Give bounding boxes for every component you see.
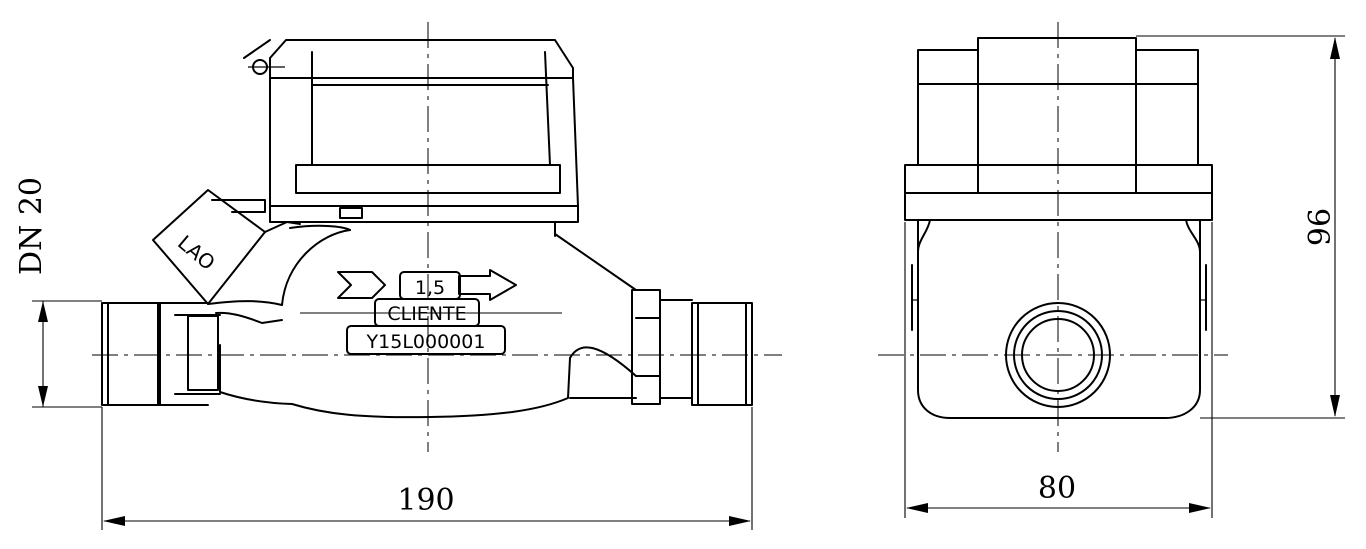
side-view: LAO (14, 22, 782, 530)
front-view: 96 80 (878, 22, 1345, 518)
height-dimension: 96 (1136, 35, 1345, 419)
length-dimension: 190 (101, 407, 753, 530)
lid-brand-label: LAO (173, 230, 220, 275)
nominal-diameter-label: DN 20 (14, 177, 49, 275)
serial-number-label: Y15L000001 (366, 331, 486, 353)
front-body (911, 219, 1207, 419)
width-dimension: 80 (904, 222, 1213, 518)
register-housing (243, 39, 579, 223)
inlet-arrow-icon (337, 271, 386, 299)
dn-dimension: DN 20 (14, 177, 102, 408)
protective-lid: LAO (152, 189, 301, 305)
body-markings: 1,5 CLIENTE Y15L000001 (337, 269, 517, 355)
client-label: CLIENTE (387, 303, 466, 325)
height-dimension-label: 96 (1303, 208, 1338, 246)
length-dimension-label: 190 (397, 483, 454, 518)
meter-body (101, 221, 753, 419)
flow-rate-label: 1,5 (415, 277, 445, 299)
flow-arrow-icon (458, 269, 517, 301)
width-dimension-label: 80 (1038, 471, 1076, 506)
